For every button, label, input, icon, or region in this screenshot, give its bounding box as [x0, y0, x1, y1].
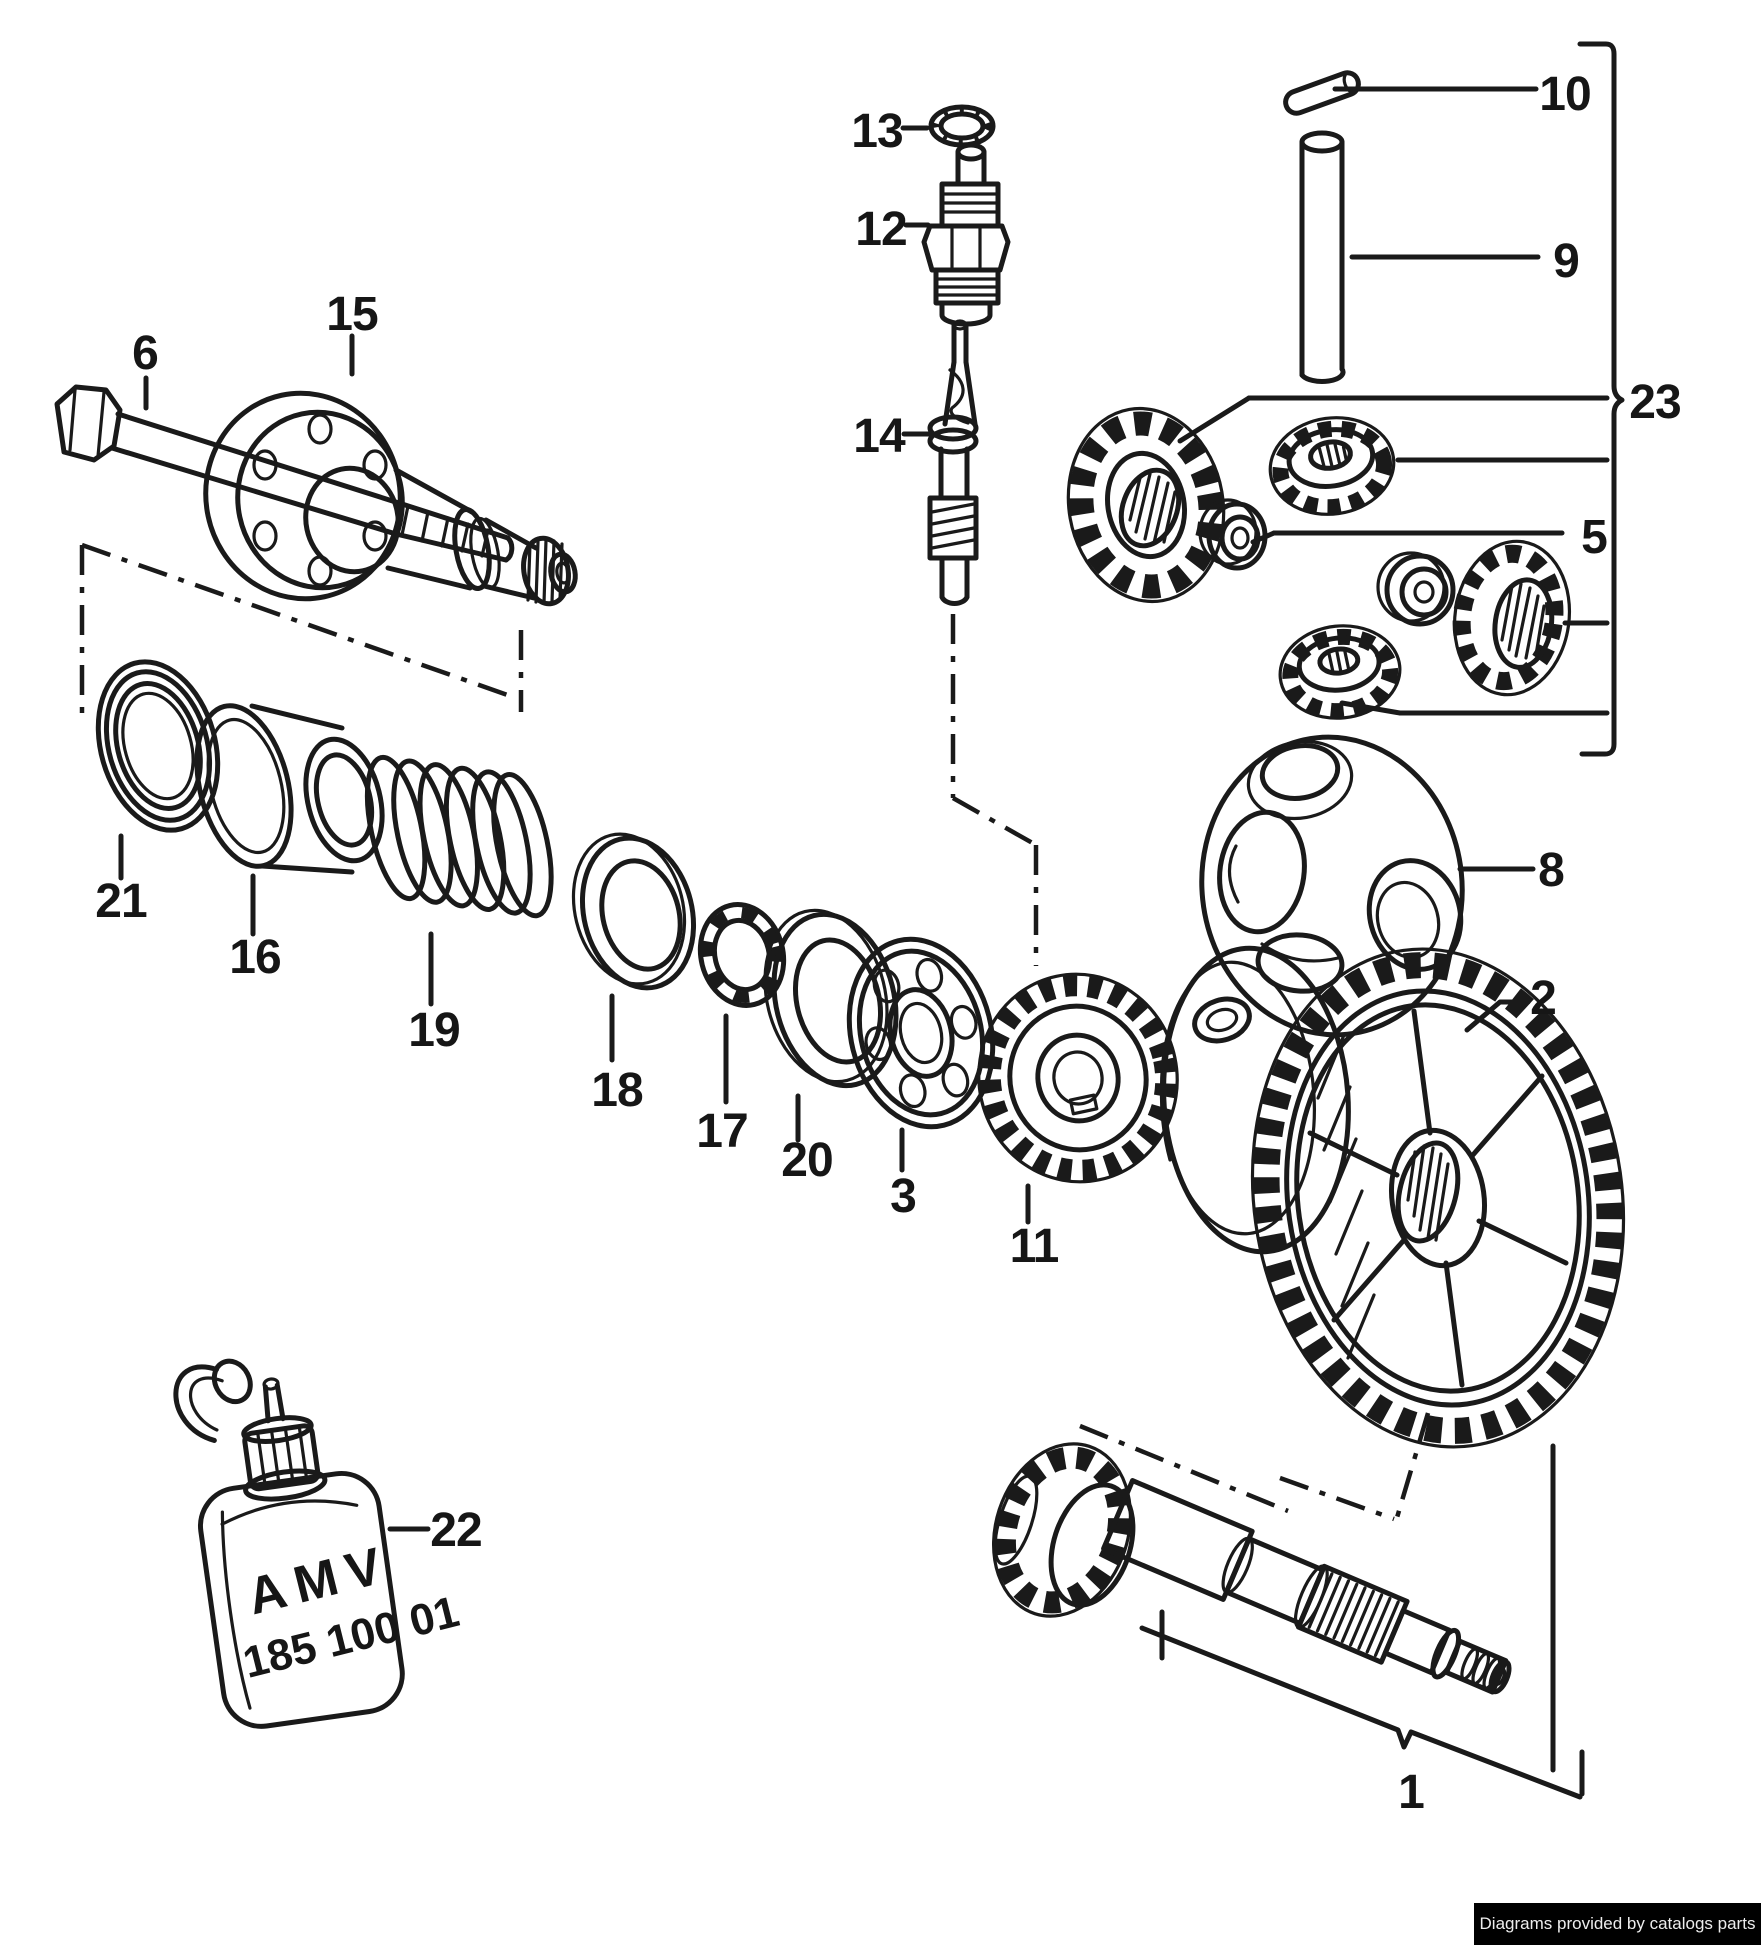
- ghost-centerlines-left: [79, 542, 524, 716]
- callout-5: 5: [1250, 511, 1608, 564]
- callout-label-23: 23: [1629, 376, 1680, 429]
- callout-3: 3: [890, 1127, 917, 1223]
- callout-label-13: 13: [851, 105, 902, 158]
- callout-23-bracket: 23: [1177, 41, 1682, 757]
- part-13-seal-ring: [928, 104, 996, 148]
- callout-12: 12: [855, 203, 931, 256]
- footer-credit-text: Diagrams provided by catalogs parts: [1479, 1914, 1756, 1933]
- callout-label-22: 22: [430, 1504, 481, 1557]
- callout-label-16: 16: [229, 931, 280, 984]
- part-18-washer: [571, 832, 697, 991]
- part-15-drive-flange: [203, 390, 578, 607]
- callout-label-8: 8: [1538, 844, 1564, 897]
- callout-label-15: 15: [326, 288, 378, 341]
- part-6-bolt: [54, 384, 515, 563]
- callout-label-10: 10: [1539, 68, 1590, 121]
- callout-15: 15: [326, 288, 379, 377]
- callout-label-12: 12: [855, 203, 906, 256]
- callout-11: 11: [1010, 1183, 1060, 1273]
- diff-side-gear-upper: [1066, 406, 1226, 604]
- callout-17: 17: [696, 1013, 749, 1158]
- callout-label-11: 11: [1010, 1220, 1059, 1273]
- callout-label-3: 3: [890, 1170, 916, 1223]
- callout-label-9: 9: [1553, 235, 1579, 288]
- part-14-speedometer-pinion-shaft: [927, 319, 979, 607]
- callout-1-bracket: 1: [1139, 1443, 1585, 1819]
- footer-credit-bar: Diagrams provided by catalogs parts: [1474, 1903, 1761, 1945]
- part-12-speedometer-pinion-bushing: [921, 142, 1011, 327]
- callout-label-2: 2: [1530, 972, 1556, 1025]
- part-2-ring-gear-assembly: [1159, 945, 1626, 1449]
- part-20-shim-washer: [763, 908, 899, 1089]
- callout-21: 21: [95, 833, 148, 928]
- part-10-lock-pin: [1283, 70, 1361, 116]
- callout-10: 10: [1332, 68, 1592, 121]
- part-8-differential-housing: [1199, 734, 1465, 1038]
- callout-6: 6: [132, 327, 159, 411]
- callout-label-17: 17: [696, 1105, 747, 1158]
- part-9-pinion-pin: [1299, 130, 1346, 384]
- part-3-bearing: [846, 936, 996, 1130]
- callout-label-6: 6: [132, 327, 158, 380]
- callout-label-18: 18: [591, 1064, 643, 1117]
- callout-label-14: 14: [853, 410, 906, 463]
- callout-13: 13: [851, 105, 930, 158]
- part-16-sleeve: [194, 703, 385, 875]
- diff-pinion-gear-upper: [1268, 416, 1396, 516]
- ghost-centerlines-pinion: [1079, 1412, 1431, 1522]
- callout-20: 20: [781, 1093, 834, 1187]
- callout-label-21: 21: [95, 875, 147, 928]
- center-line-speedometer: [950, 614, 1039, 966]
- callout-22: 22: [387, 1504, 483, 1557]
- diff-side-gear-lower-hatch: [1500, 582, 1546, 660]
- callout-16: 16: [229, 873, 282, 984]
- callout-14: 14: [853, 410, 933, 463]
- part-1-drive-pinion-shaft: [991, 1442, 1512, 1695]
- diff-side-gear-lower: [1452, 539, 1572, 697]
- part-21-oil-seal: [95, 659, 221, 833]
- diff-thrust-bushing-lower: [1376, 551, 1456, 627]
- callout-19: 19: [408, 931, 461, 1057]
- callout-8: 8: [1457, 844, 1565, 897]
- callout-18: 18: [591, 993, 644, 1117]
- diff-thrust-washer-upper: [1198, 498, 1268, 571]
- part-19-spring: [364, 754, 554, 919]
- callout-2: 2: [1464, 972, 1557, 1033]
- diff-pinion-gear-lower: [1278, 624, 1402, 720]
- diff-side-gear-upper-hub-hatch: [1118, 467, 1182, 549]
- callout-label-5: 5: [1581, 511, 1607, 564]
- callout-9: 9: [1349, 235, 1580, 288]
- callout-label-1: 1: [1398, 1766, 1424, 1819]
- callout-label-19: 19: [408, 1004, 459, 1057]
- callout-label-20: 20: [781, 1134, 832, 1187]
